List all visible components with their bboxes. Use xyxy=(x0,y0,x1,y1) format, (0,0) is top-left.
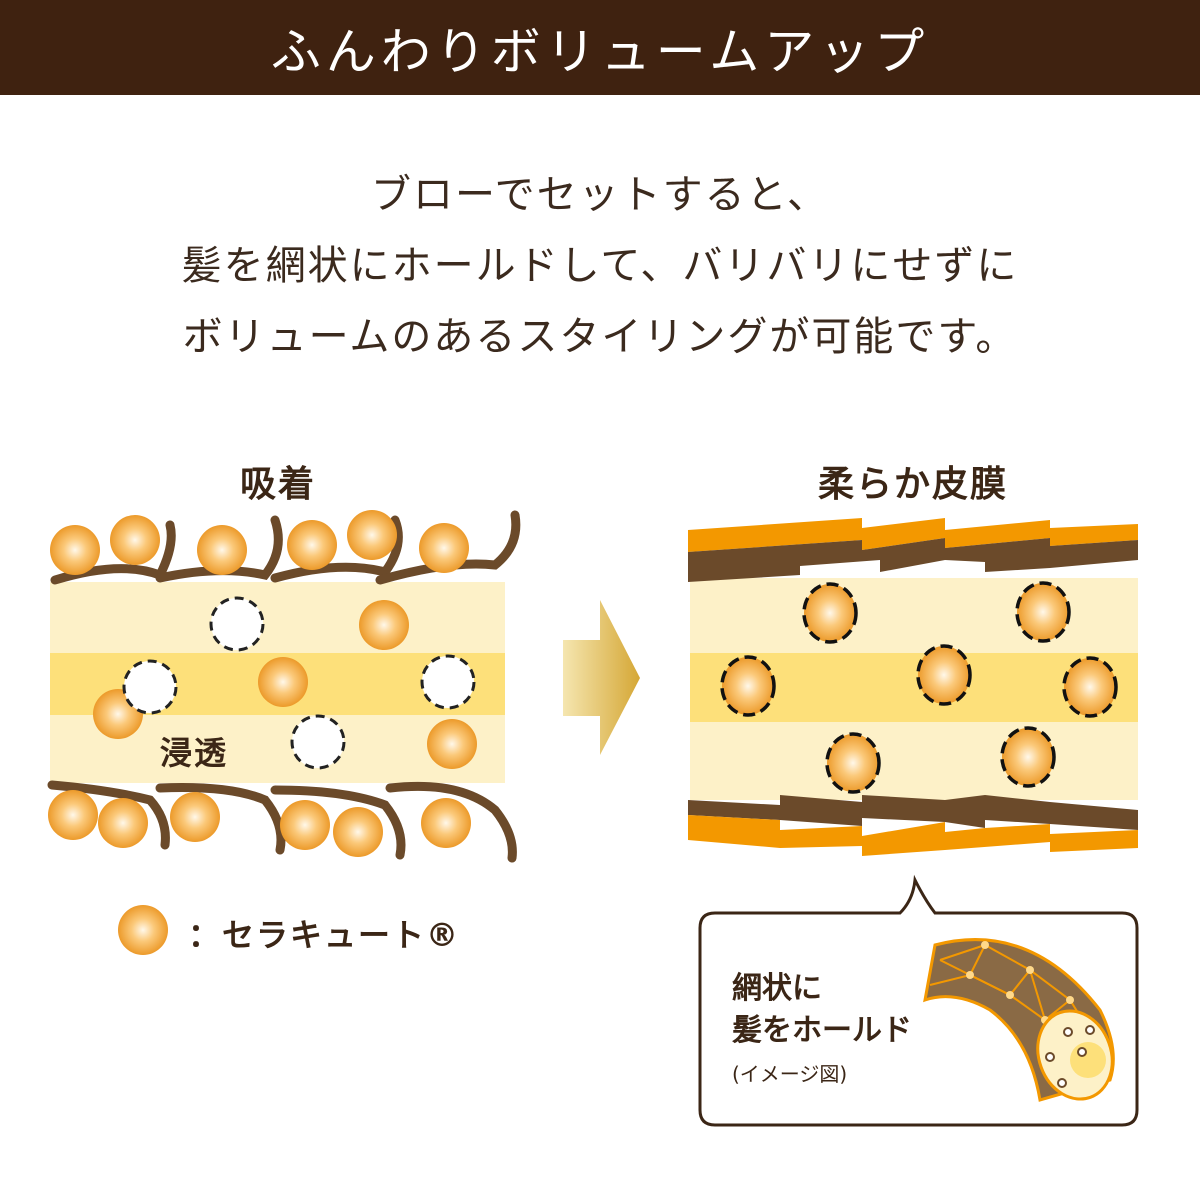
penetration-label: 浸透 xyxy=(160,734,229,772)
intro-line-2: 髪を網状にホールドして、バリバリにせずに xyxy=(181,243,1019,289)
callout-line-1: 網状に xyxy=(732,971,822,1006)
empty-sites xyxy=(122,596,476,770)
callout-bubble xyxy=(698,874,1139,1127)
legend-particle-icon xyxy=(118,905,168,955)
hair-cuticle-bottom xyxy=(47,780,517,863)
legend-label: ：セラキュート® xyxy=(188,916,461,954)
callout-note: (イメージ図) xyxy=(732,1062,848,1086)
cerakyut-particles xyxy=(48,510,477,857)
soft-film-diagram xyxy=(688,518,1138,856)
callout-text: 網状に 髪をホールド xyxy=(732,968,912,1052)
callout-line-2: 髪をホールド xyxy=(732,1013,912,1048)
hair-cuticle-top xyxy=(50,510,521,585)
page-title: ふんわりボリュームアップ xyxy=(270,22,930,81)
film-particles xyxy=(720,581,1118,794)
soft-film-label: 柔らか皮膜 xyxy=(818,464,1009,505)
header-bar: ふんわりボリュームアップ xyxy=(0,0,1200,95)
adsorption-label: 吸着 xyxy=(240,464,317,505)
hair-mesh-illustration xyxy=(923,938,1115,1102)
intro-line-3: ボリュームのあるスタイリングが可能です。 xyxy=(182,314,1018,360)
arrow-right-icon xyxy=(563,600,640,755)
adsorption-diagram xyxy=(47,510,521,863)
intro-line-1: ブローでセットすると、 xyxy=(371,172,829,218)
intro-text: ブローでセットすると、 髪を網状にホールドして、バリバリにせずに ボリュームのあ… xyxy=(0,160,1200,373)
